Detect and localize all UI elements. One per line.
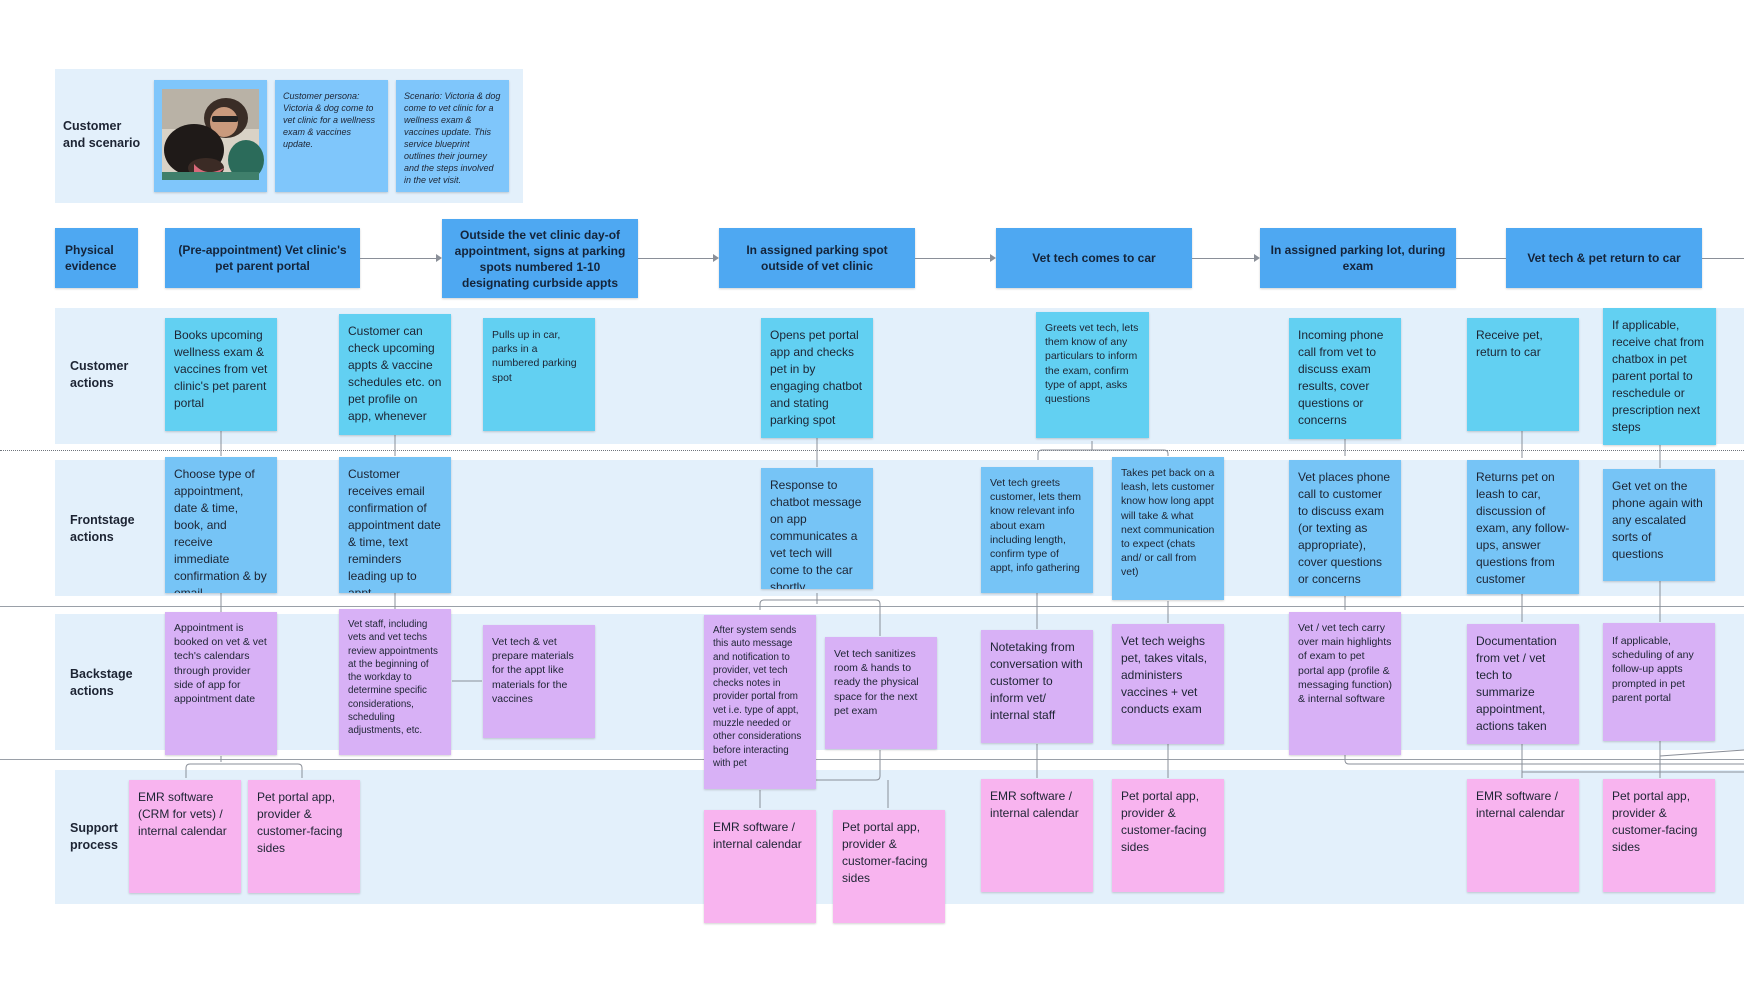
support-pet-portal-app: Pet portal app, provider & customer-faci… <box>833 810 945 923</box>
support-emr-software: EMR software / internal calendar <box>704 810 816 923</box>
support-pet-portal-app: Pet portal app, provider & customer-faci… <box>248 780 360 893</box>
customer-action-check-appts: Customer can check upcoming appts & vacc… <box>339 314 451 435</box>
backstage-action-sanitize: Vet tech sanitizes room & hands to ready… <box>825 637 937 749</box>
customer-action-greet: Greets vet tech, lets them know of any p… <box>1036 312 1149 438</box>
customer-action-check-in: Opens pet portal app and checks pet in b… <box>761 318 873 438</box>
backstage-action-prepare: Vet tech & vet prepare materials for the… <box>483 625 595 738</box>
frontstage-action-choose: Choose type of appointment, date & time,… <box>165 457 277 593</box>
support-emr-software: EMR software / internal calendar <box>981 779 1093 892</box>
frontstage-action-leash: Takes pet back on a leash, lets customer… <box>1112 457 1224 600</box>
customer-action-receive-pet: Receive pet, return to car <box>1467 318 1579 431</box>
frontstage-action-chatbot-response: Response to chatbot message on app commu… <box>761 468 873 589</box>
support-emr-software: EMR software / internal calendar <box>1467 779 1579 892</box>
backstage-action-review: Vet staff, including vets and vet techs … <box>339 609 451 755</box>
customer-action-chatbox: If applicable, receive chat from chatbox… <box>1603 308 1716 445</box>
backstage-action-carry-over: Vet / vet tech carry over main highlight… <box>1289 612 1401 755</box>
backstage-action-vitals: Vet tech weighs pet, takes vitals, admin… <box>1112 624 1224 744</box>
frontstage-action-escalate: Get vet on the phone again with any esca… <box>1603 469 1715 581</box>
frontstage-action-greet: Vet tech greets customer, lets them know… <box>981 467 1093 593</box>
support-pet-portal-app: Pet portal app, provider & customer-faci… <box>1603 779 1715 892</box>
backstage-action-documentation: Documentation from vet / vet tech to sum… <box>1467 624 1579 744</box>
support-pet-portal-app: Pet portal app, provider & customer-faci… <box>1112 779 1224 892</box>
customer-action-book: Books upcoming wellness exam & vaccines … <box>165 318 277 431</box>
backstage-action-booked: Appointment is booked on vet & vet tech'… <box>165 612 277 755</box>
frontstage-action-phone: Vet places phone call to customer to dis… <box>1289 460 1401 596</box>
backstage-action-check-notes: After system sends this auto message and… <box>704 615 816 789</box>
customer-action-park: Pulls up in car, parks in a numbered par… <box>483 318 595 431</box>
support-emr-software: EMR software (CRM for vets) / internal c… <box>129 780 241 893</box>
frontstage-action-return-pet: Returns pet on leash to car, discussion … <box>1467 460 1579 594</box>
backstage-action-follow-up: If applicable, scheduling of any follow-… <box>1603 623 1715 741</box>
frontstage-action-email: Customer receives email confirmation of … <box>339 457 451 593</box>
customer-action-phone-call: Incoming phone call from vet to discuss … <box>1289 318 1401 439</box>
backstage-action-notetaking: Notetaking from conversation with custom… <box>981 630 1093 743</box>
